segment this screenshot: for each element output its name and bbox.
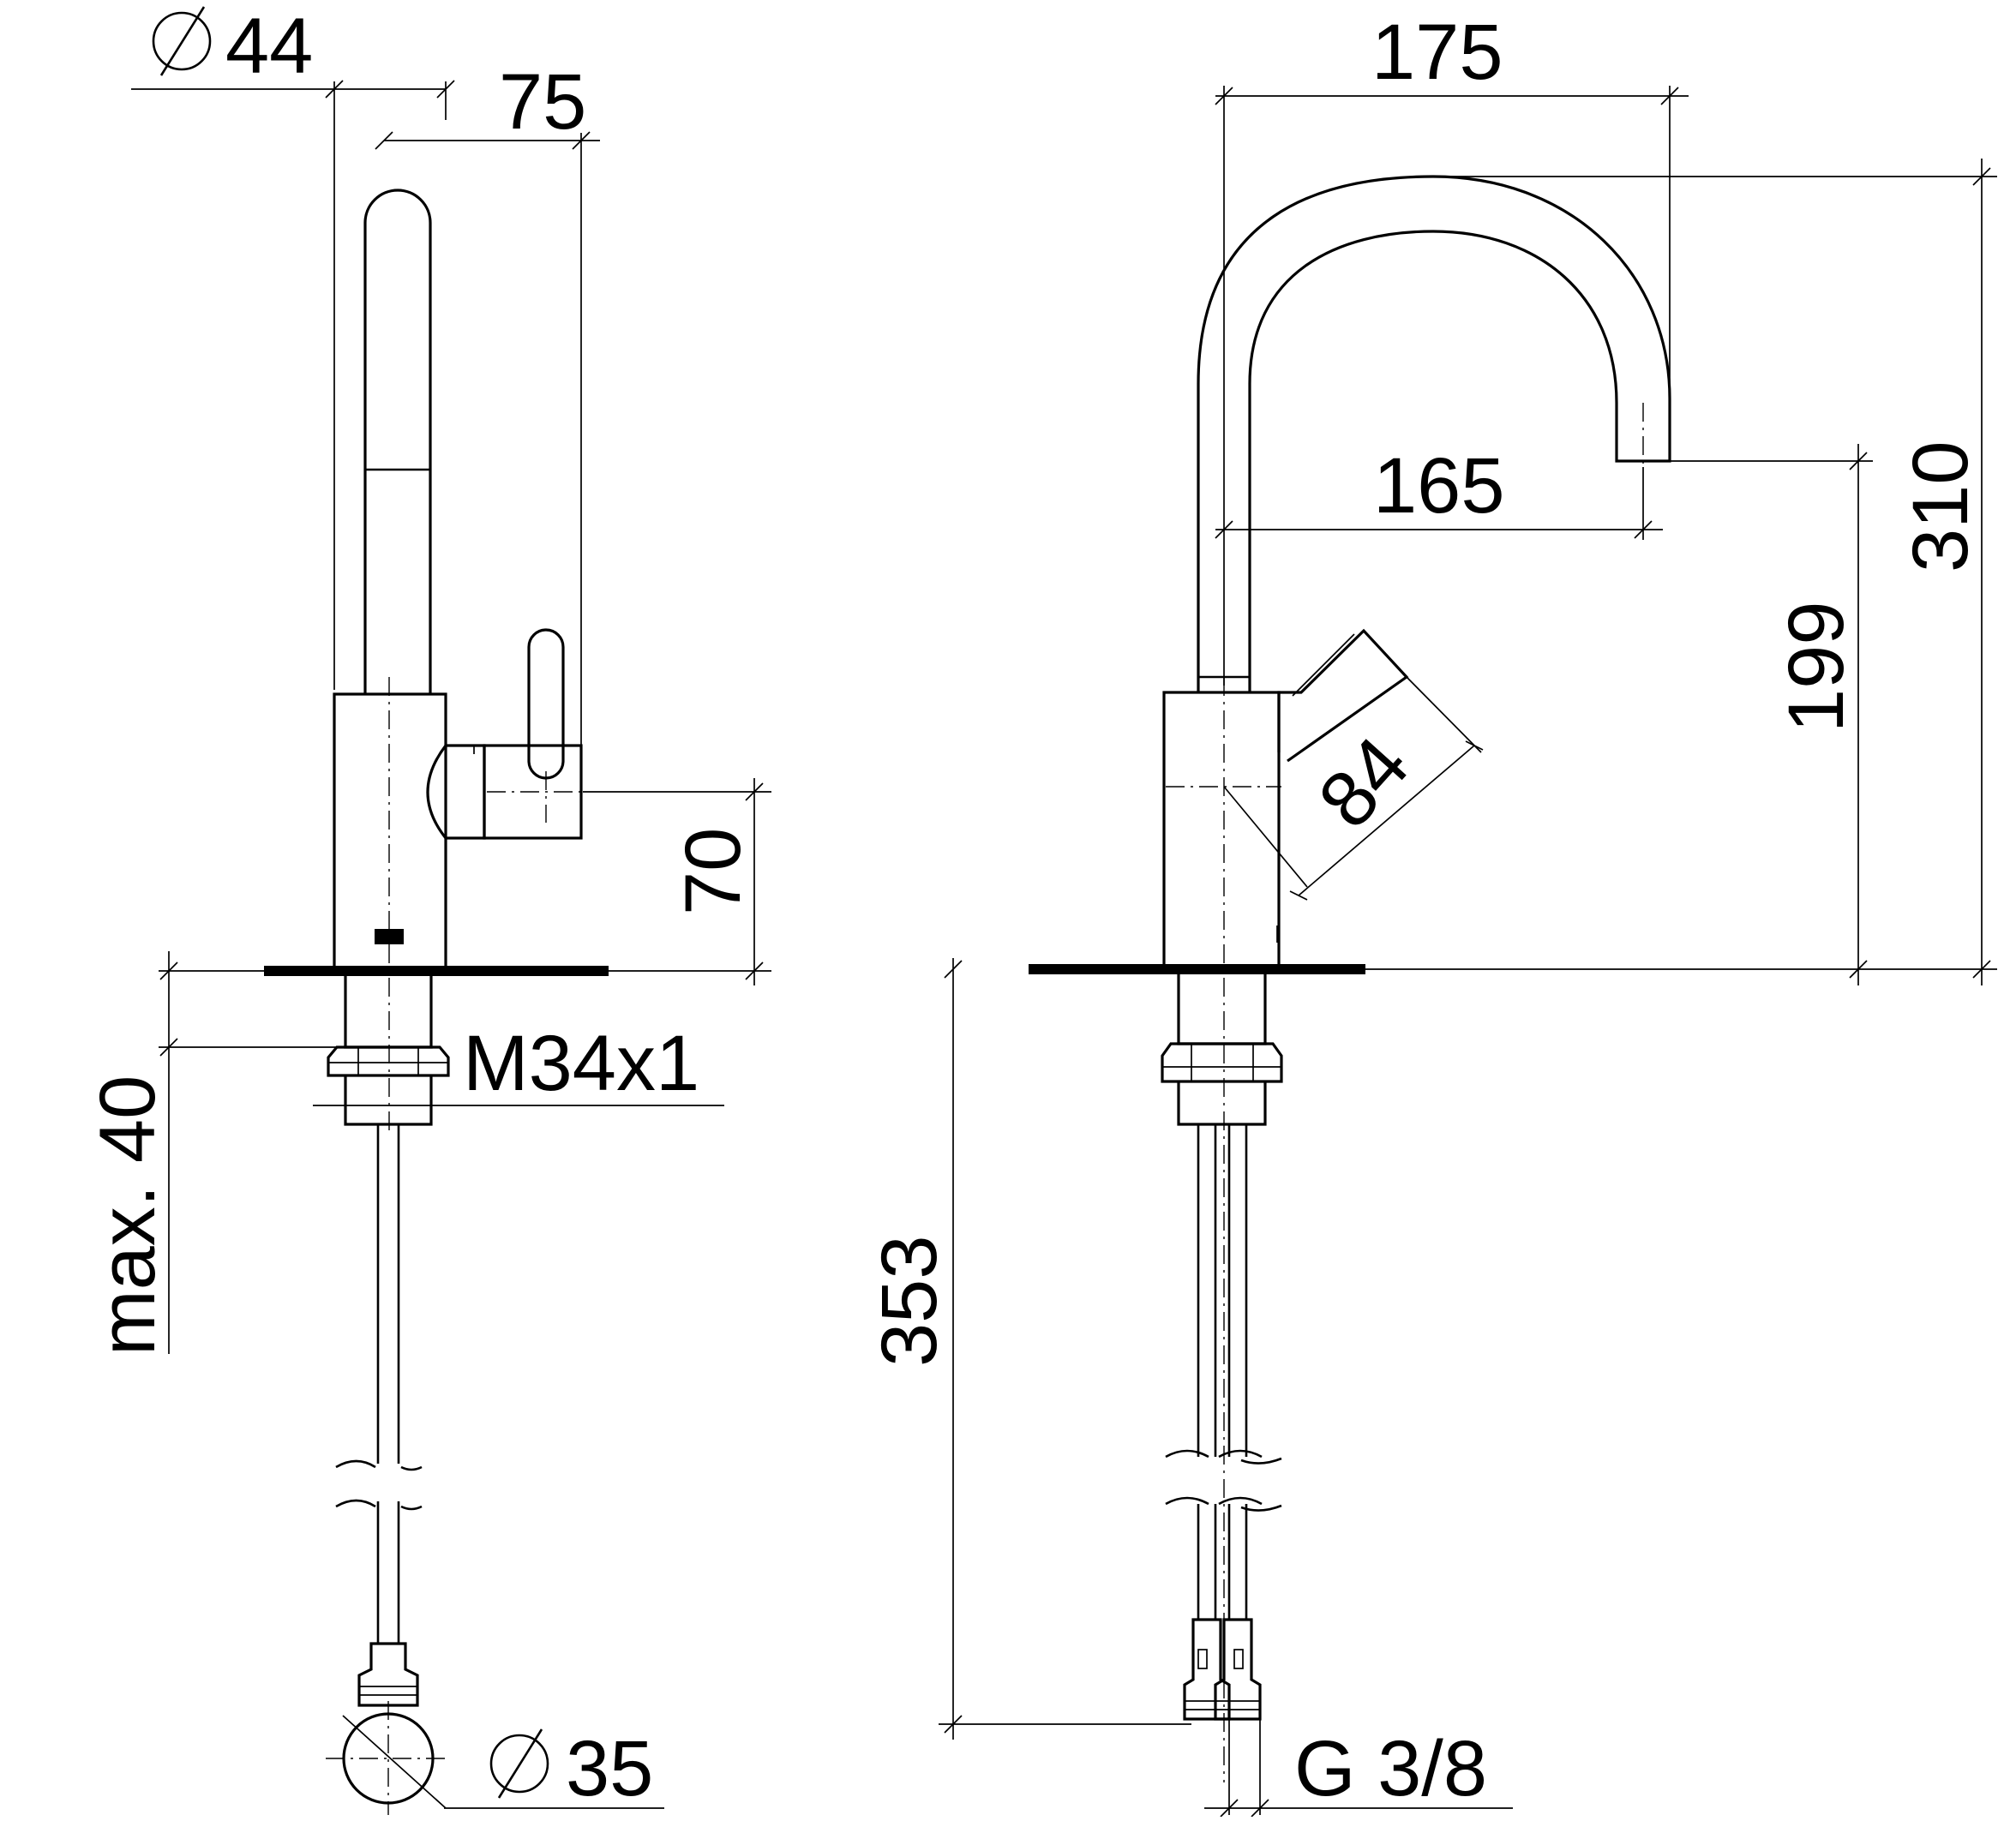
side-cartridge [446, 744, 486, 840]
front-countertop-plate [1029, 964, 1365, 974]
dim-width-75: 75 [375, 58, 600, 746]
front-hose-fitting-left [1183, 1618, 1231, 1721]
dim-hose-353: 353 [866, 958, 1191, 1740]
dim-max-40: max. 40 [84, 951, 336, 1356]
dim-label-310: 310 [1897, 441, 1984, 573]
front-gooseneck-spout [1197, 175, 1671, 692]
dim-label-diameter-35: 35 [566, 1725, 653, 1812]
front-hoses [1197, 1124, 1248, 1620]
dim-label-165: 165 [1373, 442, 1505, 530]
dim-diameter-44: 44 [131, 3, 455, 690]
dim-label-G38: G 3/8 [1294, 1725, 1487, 1812]
side-hose [376, 1124, 400, 1644]
side-spout [363, 189, 432, 694]
front-lever [1277, 628, 1409, 763]
dim-thread-M34x1: M34x1 [313, 1020, 724, 1107]
front-thread [1177, 1081, 1267, 1126]
side-nut [327, 1045, 450, 1077]
dim-height-199: 199 [1670, 444, 1873, 985]
side-lever [527, 628, 565, 780]
dim-label-diameter-44: 44 [225, 3, 313, 90]
dim-label-M34x1: M34x1 [463, 1020, 699, 1107]
dim-label-75: 75 [499, 58, 586, 146]
dim-label-70: 70 [669, 828, 757, 915]
dim-height-310: 310 [1365, 159, 1997, 985]
side-thread [344, 1075, 433, 1126]
dim-lever-84: 84 [1223, 676, 1484, 901]
front-shank [1177, 974, 1267, 1045]
side-body [333, 692, 447, 966]
dim-label-max-40: max. 40 [84, 1075, 171, 1356]
front-view: 175 165 310 199 [866, 9, 1997, 1818]
dim-diameter-35: 35 [342, 1715, 664, 1812]
front-hose-fitting-right [1214, 1618, 1262, 1721]
side-shank [344, 976, 433, 1049]
dim-label-199: 199 [1773, 602, 1860, 734]
dim-label-353: 353 [866, 1236, 953, 1368]
side-countertop-plate [264, 966, 609, 976]
front-body [1162, 691, 1281, 964]
front-nut [1161, 1042, 1283, 1083]
dim-reach-175: 175 [1215, 9, 1689, 686]
dim-height-70: 70 [583, 778, 771, 985]
side-hose-fitting [357, 1642, 419, 1707]
dim-reach-165: 165 [1215, 442, 1663, 540]
dim-connection-G38: G 3/8 [1204, 1719, 1513, 1818]
side-cartridge-curve [426, 745, 447, 839]
side-view: 44 75 70 M34x1 [84, 3, 771, 1815]
dim-label-175: 175 [1371, 9, 1503, 96]
dim-label-84: 84 [1302, 721, 1425, 844]
